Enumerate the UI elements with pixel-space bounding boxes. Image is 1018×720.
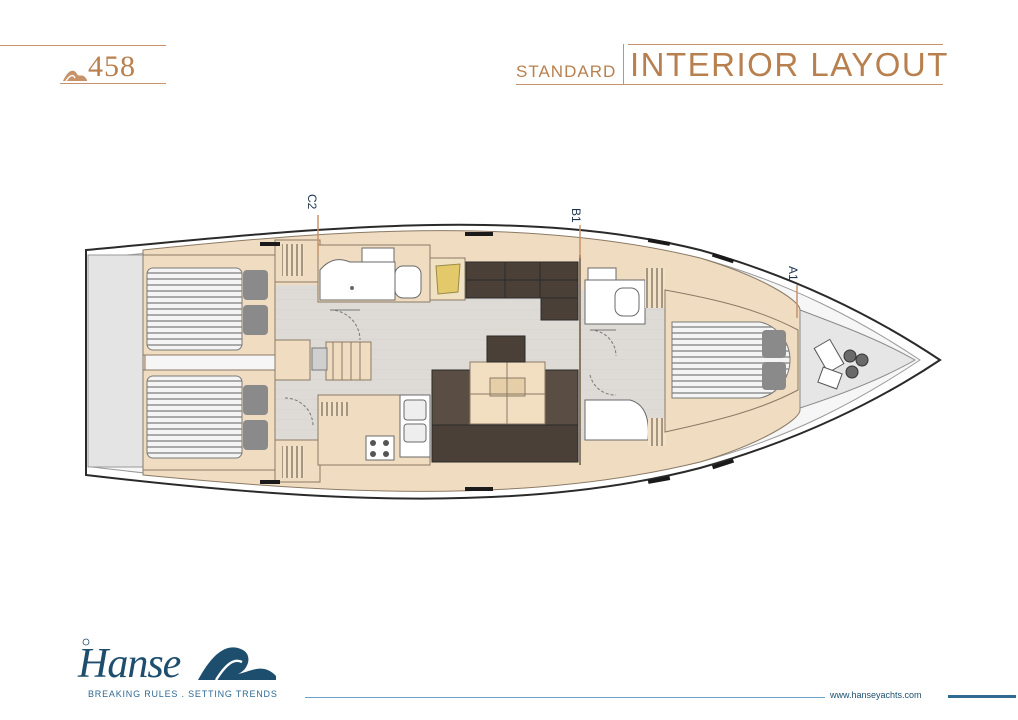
wave-logo-icon: [63, 70, 87, 82]
title-rule-top: [628, 44, 943, 45]
header-rule-left: [0, 45, 166, 46]
forward-bed: [671, 321, 791, 399]
section-label-c: C2: [305, 194, 319, 210]
forward-shower: [584, 399, 649, 441]
brand-tagline: BREAKING RULES . SETTING TRENDS: [88, 689, 278, 699]
title-separator: [623, 44, 624, 85]
title-rule-bottom: [516, 84, 943, 85]
footer-accent-bar: [948, 695, 1016, 698]
section-label-b: B1: [569, 208, 583, 223]
aft-bed-port: [146, 267, 243, 351]
website-link[interactable]: www.hanseyachts.com: [830, 690, 922, 700]
page-subtitle: STANDARD: [516, 62, 617, 81]
page-title: INTERIOR LAYOUT: [630, 46, 949, 83]
hanse-wave-logo-icon: [82, 638, 276, 681]
section-label-a: A1: [786, 266, 800, 281]
model-number: 458: [88, 50, 136, 83]
brand-name: Hanse: [78, 641, 181, 687]
transom: [87, 254, 144, 468]
aft-bed-starboard: [146, 375, 243, 459]
model-rule: [60, 83, 166, 84]
footer-rule: [305, 697, 825, 698]
